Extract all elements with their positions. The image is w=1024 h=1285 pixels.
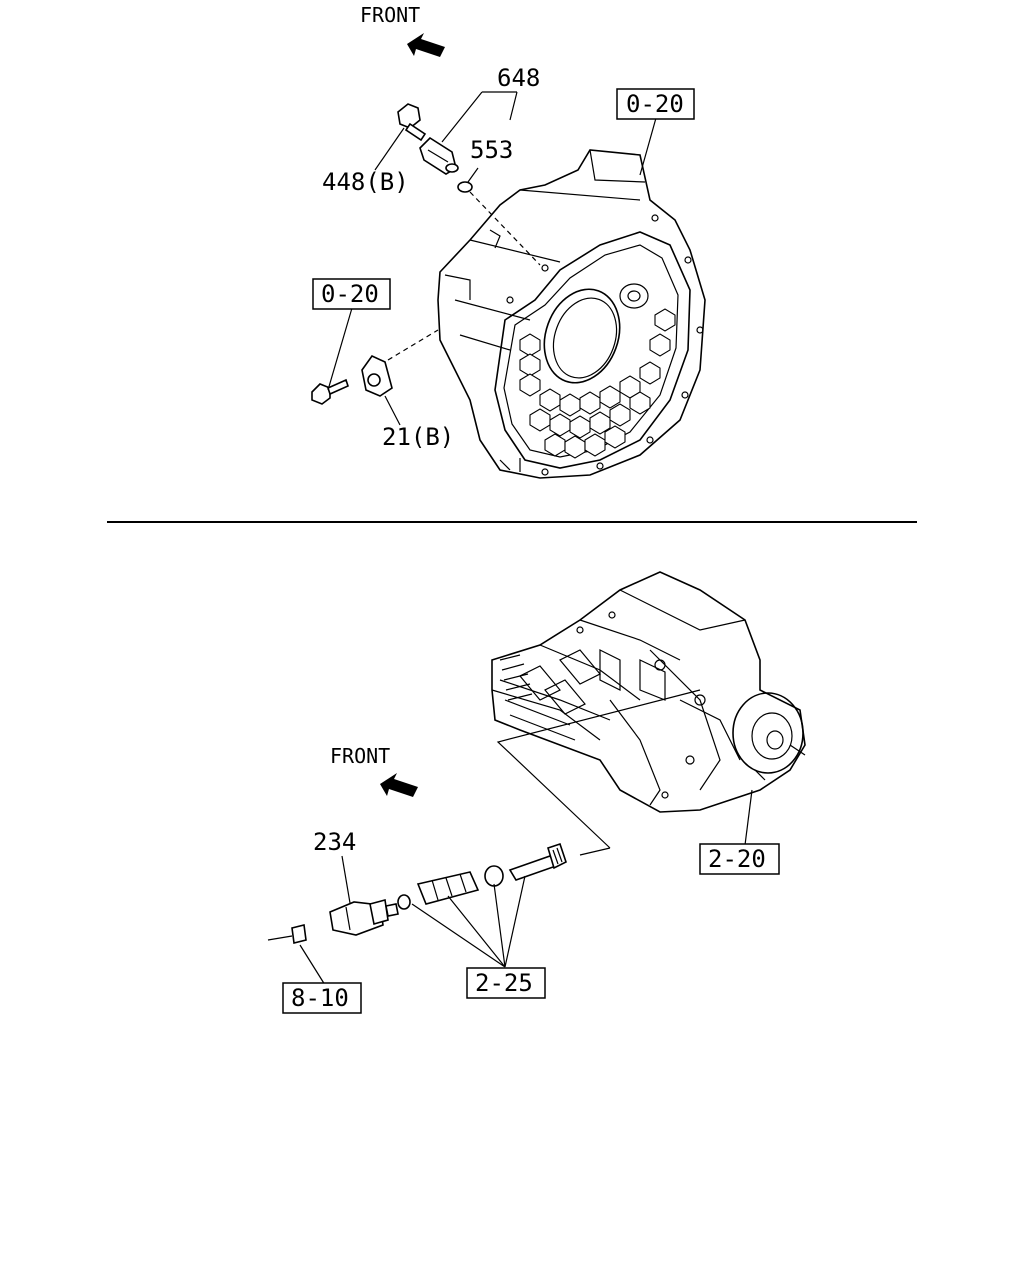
- leader-8-10: [299, 944, 326, 986]
- sensor-648: [419, 136, 459, 175]
- housing-ribs: [519, 308, 676, 459]
- bell-housing: [437, 149, 706, 479]
- oring-553: [457, 181, 473, 193]
- assembly-line-21: [387, 329, 439, 361]
- ref-label-0-20-upper: 0-20: [626, 90, 684, 118]
- callout-234: 234: [313, 828, 356, 856]
- leader-0-20-lower: [327, 307, 353, 391]
- callout-448b: 448(B): [322, 168, 409, 196]
- ref-box-0-20-lower[interactable]: [312, 278, 391, 310]
- front-label-top: FRONT: [360, 3, 420, 27]
- ref-label-8-10: 8-10: [291, 984, 349, 1012]
- assembly-line-553: [469, 191, 541, 266]
- front-arrow-icon-top: [407, 33, 445, 57]
- bolt-0-20-lower: [311, 378, 349, 405]
- sensor-234: [329, 898, 399, 936]
- leader-234: [341, 855, 351, 904]
- leader-case-to-gear: [496, 689, 701, 856]
- sensor-21: [361, 354, 393, 397]
- leader-448: [374, 127, 405, 171]
- driven-gear-2-25: [397, 842, 567, 910]
- ref-box-0-20-upper[interactable]: [616, 88, 695, 120]
- leader-648: [441, 91, 518, 143]
- ref-label-2-25: 2-25: [475, 969, 533, 997]
- ref-label-0-20-lower: 0-20: [321, 280, 379, 308]
- ref-box-2-25[interactable]: [466, 967, 546, 999]
- leader-0-20-upper: [639, 117, 657, 176]
- leader-2-25: [411, 875, 526, 968]
- front-label-bottom: FRONT: [330, 744, 390, 768]
- leader-553: [467, 167, 479, 183]
- callout-553: 553: [470, 136, 513, 164]
- bottom-section: FRONT: [267, 571, 806, 1014]
- connector-8-10: [267, 924, 307, 944]
- transmission-case: [491, 571, 806, 813]
- ref-box-8-10[interactable]: [282, 982, 362, 1014]
- top-section: FRONT: [311, 3, 706, 479]
- ref-label-2-20: 2-20: [708, 845, 766, 873]
- leader-21: [384, 395, 401, 426]
- callout-648: 648: [497, 64, 540, 92]
- ref-box-2-20[interactable]: [699, 843, 780, 875]
- front-arrow-icon-bottom: [380, 773, 418, 797]
- bolt-448: [397, 103, 427, 142]
- callout-21b: 21(B): [382, 423, 454, 451]
- leader-2-20: [744, 789, 753, 846]
